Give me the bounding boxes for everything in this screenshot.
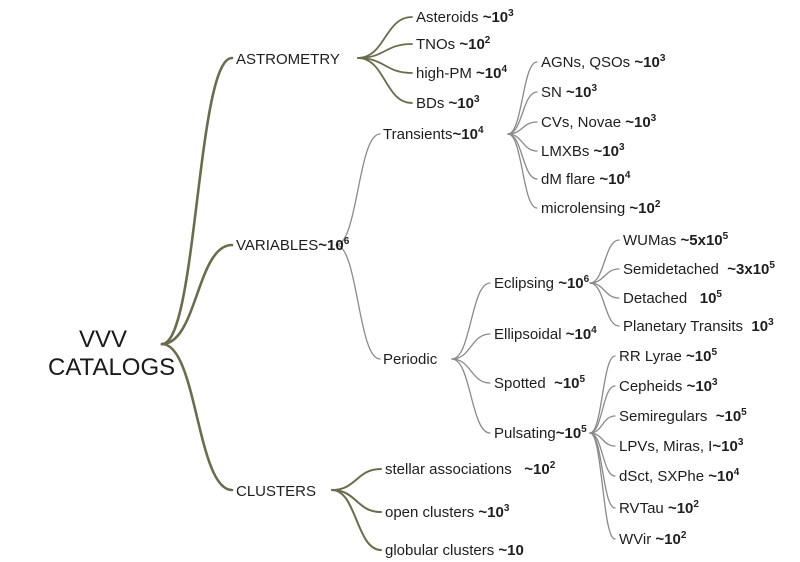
connector-line xyxy=(507,133,538,209)
eclipsing-item: Planetary Transits 103 xyxy=(623,317,774,335)
connector-line xyxy=(160,56,234,346)
eclipsing-item: Semidetached ~3x105 xyxy=(623,260,775,278)
branch-variables: VARIABLES~106 xyxy=(236,236,350,254)
astrometry-item: BDs ~103 xyxy=(416,94,480,112)
transient-item: AGNs, QSOs ~103 xyxy=(541,53,666,71)
pulsating-item: RR Lyrae ~105 xyxy=(619,347,717,365)
connector-line xyxy=(589,432,616,540)
transient-item: SN ~103 xyxy=(541,83,598,101)
connector-line xyxy=(160,243,234,346)
connector-line xyxy=(160,342,234,492)
connector-line xyxy=(331,468,382,491)
connector-line xyxy=(451,358,491,384)
transient-item: microlensing ~102 xyxy=(541,199,661,217)
transient-item: dM flare ~104 xyxy=(541,170,631,188)
connector-line xyxy=(589,268,620,284)
pulsating-item: dSct, SXPhe ~104 xyxy=(619,467,740,485)
connector-line xyxy=(507,61,538,135)
root-line-1: VVV xyxy=(78,326,128,353)
connector-line xyxy=(589,239,620,284)
transient-item: LMXBs ~103 xyxy=(541,142,625,160)
periodic-eclipsing: Eclipsing ~106 xyxy=(494,274,590,292)
eclipsing-item: Detached 105 xyxy=(623,289,722,307)
connector-line xyxy=(451,282,491,360)
pulsating-item: WVir ~102 xyxy=(619,530,687,548)
connector-line xyxy=(589,415,616,434)
connector-line xyxy=(589,385,616,434)
astrometry-item: Asteroids ~103 xyxy=(416,8,514,26)
astrometry-item: TNOs ~102 xyxy=(416,35,491,53)
connector-line xyxy=(335,244,381,360)
pulsating-item: Cepheids ~103 xyxy=(619,377,718,395)
root-line-2: CATALOGS xyxy=(48,354,176,381)
periodic-ellipsoidal: Ellipsoidal ~104 xyxy=(494,325,597,343)
eclipsing-item: WUMas ~5x105 xyxy=(623,231,729,249)
connector-line xyxy=(335,133,381,246)
astrometry-item: high-PM ~104 xyxy=(416,64,508,82)
branch-astrometry: ASTROMETRY xyxy=(236,51,340,68)
pulsating-item: Semiregulars ~105 xyxy=(619,407,747,425)
cluster-item: open clusters ~103 xyxy=(385,503,510,521)
connector-line xyxy=(507,91,538,135)
branch-variables-name: VARIABLES xyxy=(236,237,319,254)
pulsating-item: LPVs, Miras, I~103 xyxy=(619,437,744,455)
branch-variables-count: ~106 xyxy=(318,236,350,254)
group-transients: Transients~104 xyxy=(383,125,484,143)
cluster-item: globular clusters ~10 xyxy=(385,542,524,559)
root-label: VVV CATALOGS xyxy=(48,326,176,382)
connector-line xyxy=(589,432,616,509)
periodic-pulsating: Pulsating~105 xyxy=(494,424,587,442)
branch-clusters: CLUSTERS xyxy=(236,483,317,500)
connector-line xyxy=(589,355,616,434)
transient-item: CVs, Novae ~103 xyxy=(541,113,657,131)
connector-line xyxy=(451,358,491,434)
pulsating-item: RVTau ~102 xyxy=(619,499,699,517)
cluster-item: stellar associations ~102 xyxy=(385,460,556,478)
connector-line xyxy=(331,489,382,551)
group-periodic: Periodic xyxy=(383,351,438,368)
connector-line xyxy=(589,282,620,327)
periodic-spotted: Spotted ~105 xyxy=(494,374,586,392)
connector-line xyxy=(357,57,413,104)
connector-line xyxy=(451,333,491,360)
